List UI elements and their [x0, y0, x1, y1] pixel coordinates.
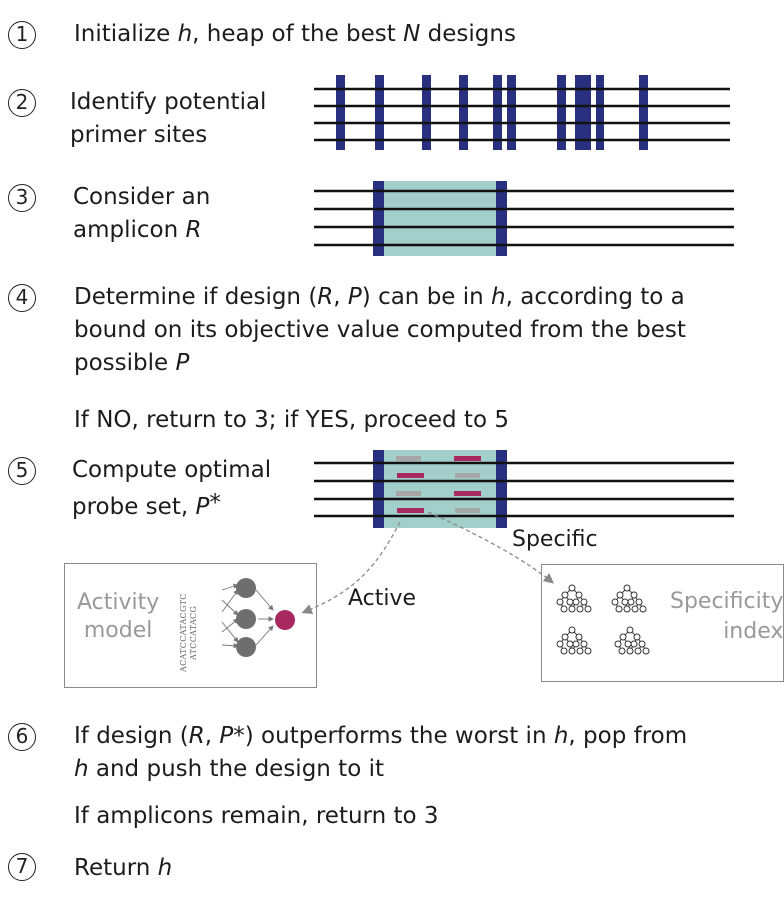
tree-icon — [556, 584, 592, 613]
primer-site — [575, 75, 591, 150]
primer-site — [507, 75, 516, 150]
probe — [454, 456, 481, 461]
probe-gray — [396, 456, 421, 461]
step-2-number: 2 — [8, 89, 36, 117]
probe-panel — [314, 450, 734, 528]
probe-gray — [455, 473, 480, 478]
tree-icon — [611, 584, 647, 613]
step-7-text: Return h — [74, 855, 173, 881]
probe — [454, 491, 481, 496]
active-arrow — [301, 521, 401, 614]
primer-site — [373, 450, 384, 528]
primer-site — [375, 75, 384, 150]
network-node — [236, 578, 256, 598]
probe-gray — [455, 508, 480, 513]
primer-site — [373, 181, 384, 256]
primer-site — [496, 450, 507, 528]
step-1-text: Initialize h, heap of the best N designs — [74, 21, 516, 47]
probe — [397, 473, 424, 478]
specific-label: Specific — [512, 527, 598, 552]
primer-site — [596, 75, 604, 150]
primer-sites-panel — [314, 75, 730, 150]
step-4-text: Determine if design (R, P) can be in h, … — [74, 284, 686, 376]
primer-site — [496, 181, 507, 256]
network-node — [236, 637, 256, 657]
specific-arrow — [427, 511, 555, 584]
step-4-number: 4 — [8, 284, 36, 312]
amplicon-region — [373, 181, 507, 256]
probe — [397, 508, 424, 513]
tree-icon — [614, 626, 650, 655]
primer-site — [459, 75, 468, 150]
network-output-node — [275, 610, 295, 630]
primer-site — [557, 75, 566, 150]
tree-icon — [556, 626, 592, 655]
step-6-text: If design (R, P*) outperforms the worst … — [74, 723, 688, 782]
step-4-followup: If NO, return to 3; if YES, proceed to 5 — [74, 407, 509, 433]
step-5-number: 5 — [8, 457, 36, 485]
active-label: Active — [348, 586, 417, 611]
network-node — [236, 609, 256, 629]
step-6-number: 6 — [8, 723, 36, 751]
step-1-number: 1 — [8, 21, 36, 49]
primer-site — [422, 75, 431, 150]
step-7-number: 7 — [8, 853, 36, 881]
primer-site — [493, 75, 502, 150]
step-6-followup: If amplicons remain, return to 3 — [74, 803, 439, 829]
tree-icons — [556, 584, 650, 655]
neural-network-icon — [221, 583, 274, 649]
primer-site — [639, 75, 648, 150]
primer-site — [336, 75, 345, 150]
step-3-number: 3 — [8, 184, 36, 212]
probe-gray — [396, 491, 421, 496]
amplicon-panel — [314, 181, 734, 256]
